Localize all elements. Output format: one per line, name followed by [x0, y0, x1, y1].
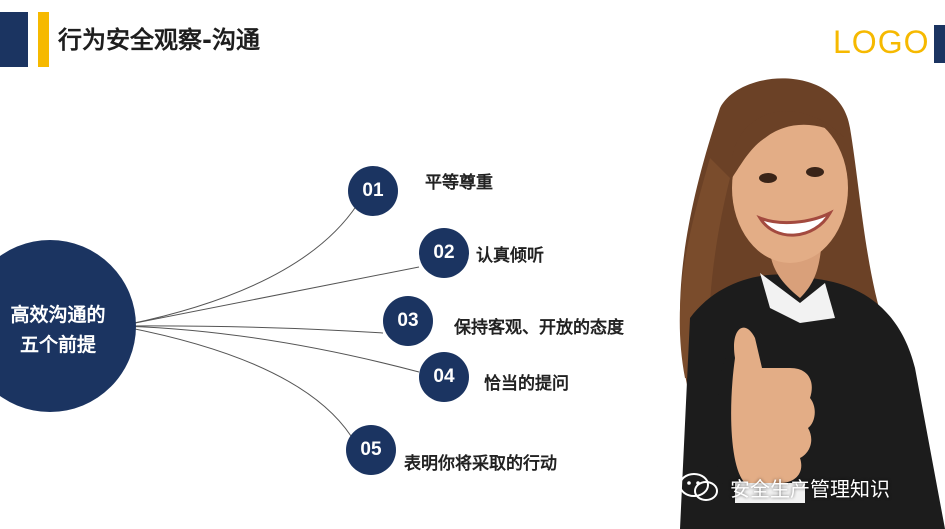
node-05: 05 — [346, 425, 396, 475]
connector-02 — [119, 266, 420, 327]
logo-navy-bar — [934, 25, 945, 63]
item-label-04: 恰当的提问 — [484, 374, 569, 394]
connector-01 — [119, 204, 358, 327]
watermark-text: 安全生产管理知识 — [730, 476, 890, 501]
woman-thumbs-up-photo — [679, 78, 945, 529]
item-label-02: 认真倾听 — [476, 246, 544, 266]
hub-label: 高效沟通的 五个前提 — [0, 300, 116, 360]
connector-05 — [119, 325, 352, 437]
node-03: 03 — [383, 296, 433, 346]
logo: LOGO — [833, 24, 930, 60]
item-label-03: 保持客观、开放的态度 — [454, 318, 624, 338]
connector-03 — [119, 325, 384, 334]
watermark: 安全生产管理知识 — [678, 472, 890, 502]
wechat-icon — [679, 473, 718, 501]
page-title: 行为安全观察-沟通 — [58, 26, 260, 54]
hub-line-2: 五个前提 — [19, 334, 96, 356]
node-02: 02 — [419, 228, 469, 278]
hub-line-1: 高效沟通的 — [10, 304, 106, 326]
connector-04 — [119, 325, 420, 373]
item-label-05: 表明你将采取的行动 — [404, 454, 557, 474]
item-label-01: 平等尊重 — [425, 173, 493, 193]
header-navy-bar — [0, 12, 28, 67]
node-04: 04 — [419, 352, 469, 402]
header-yellow-bar — [38, 12, 49, 67]
node-01: 01 — [348, 166, 398, 216]
hub-circle — [0, 240, 136, 412]
